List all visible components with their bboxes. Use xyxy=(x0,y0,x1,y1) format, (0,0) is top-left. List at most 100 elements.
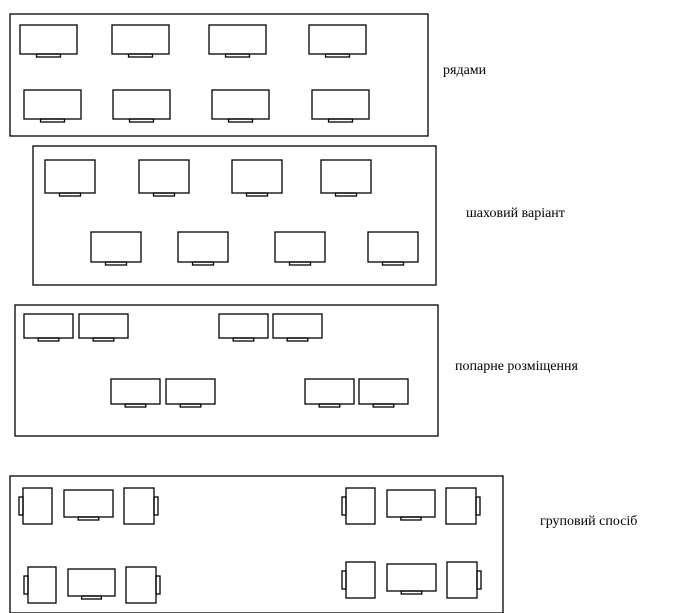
desk xyxy=(358,378,409,408)
desk xyxy=(111,24,170,58)
group-desk xyxy=(63,489,114,521)
group-desk xyxy=(386,563,437,595)
desk xyxy=(308,24,367,58)
desk-top xyxy=(304,378,355,405)
desk-top xyxy=(138,159,190,194)
desk-top xyxy=(110,378,161,405)
chair-seat xyxy=(27,566,57,604)
desk xyxy=(90,231,142,266)
chair-bar xyxy=(77,516,100,521)
room-pairs xyxy=(14,304,439,437)
room-groups xyxy=(9,475,504,613)
desk-top xyxy=(78,313,129,339)
desk xyxy=(19,24,78,58)
side-chair-right xyxy=(125,566,161,604)
desk-top xyxy=(386,489,436,518)
desk-top xyxy=(90,231,142,263)
chair-seat xyxy=(125,566,157,604)
room-rows xyxy=(9,13,429,137)
chair-back xyxy=(341,570,347,590)
chair-bar xyxy=(224,53,251,58)
desk xyxy=(218,313,269,342)
desk-top xyxy=(112,89,171,120)
desk-top xyxy=(23,89,82,120)
desk-top xyxy=(177,231,229,263)
desk-top xyxy=(272,313,323,339)
side-chair-right xyxy=(123,487,159,525)
layout-label-pairs: попарне розміщення xyxy=(455,359,578,374)
chair-bar xyxy=(400,516,422,521)
chair-back xyxy=(475,496,481,516)
desk-top xyxy=(67,568,116,597)
desk-top xyxy=(367,231,419,263)
chair-bar xyxy=(37,337,60,342)
chair-bar xyxy=(372,403,395,408)
side-chair-left xyxy=(341,561,376,599)
desk-top xyxy=(19,24,78,55)
chair-bar xyxy=(179,403,202,408)
desk xyxy=(367,231,419,266)
chair-bar xyxy=(124,403,147,408)
desk-top xyxy=(44,159,96,194)
chair-back xyxy=(341,496,347,516)
chair-bar xyxy=(58,192,82,197)
layout-label-checkerboard: шаховий варіант xyxy=(466,206,565,221)
desk xyxy=(311,89,370,123)
desk-top xyxy=(211,89,270,120)
chair-bar xyxy=(152,192,176,197)
chair-back xyxy=(23,575,29,595)
desk xyxy=(23,89,82,123)
desk-top xyxy=(274,231,326,263)
chair-bar xyxy=(39,118,66,123)
side-chair-right xyxy=(446,561,482,599)
desk xyxy=(231,159,283,197)
chair-bar xyxy=(232,337,255,342)
layout-label-groups: груповий спосіб xyxy=(540,514,638,529)
desk-top xyxy=(311,89,370,120)
desk-top xyxy=(358,378,409,405)
chair-bar xyxy=(35,53,62,58)
chair-bar xyxy=(92,337,115,342)
chair-bar xyxy=(245,192,269,197)
desk-top xyxy=(308,24,367,55)
desk xyxy=(272,313,323,342)
chair-bar xyxy=(286,337,309,342)
chair-seat xyxy=(123,487,155,525)
group-desk xyxy=(67,568,116,600)
desk xyxy=(304,378,355,408)
desk xyxy=(165,378,216,408)
chair-back xyxy=(18,496,24,516)
desk xyxy=(211,89,270,123)
chair-bar xyxy=(334,192,358,197)
desk xyxy=(110,378,161,408)
chair-seat xyxy=(22,487,53,525)
desk-top xyxy=(23,313,74,339)
desk-top xyxy=(63,489,114,518)
desk-top xyxy=(218,313,269,339)
side-chair-left xyxy=(23,566,57,604)
desk xyxy=(138,159,190,197)
chair-back xyxy=(476,570,482,590)
chair-seat xyxy=(445,487,477,525)
desk-top xyxy=(320,159,372,194)
desk xyxy=(78,313,129,342)
desk-top xyxy=(165,378,216,405)
desk xyxy=(177,231,229,266)
group-desk xyxy=(386,489,436,521)
desk xyxy=(23,313,74,342)
side-chair-right xyxy=(445,487,481,525)
chair-back xyxy=(155,575,161,595)
chair-seat xyxy=(446,561,478,599)
desk xyxy=(112,89,171,123)
chair-bar xyxy=(324,53,351,58)
desk-top xyxy=(231,159,283,194)
chair-bar xyxy=(127,53,154,58)
chair-seat xyxy=(345,561,376,599)
chair-bar xyxy=(191,261,215,266)
chair-seat xyxy=(345,487,376,525)
desk xyxy=(320,159,372,197)
side-chair-left xyxy=(18,487,53,525)
chair-bar xyxy=(288,261,312,266)
